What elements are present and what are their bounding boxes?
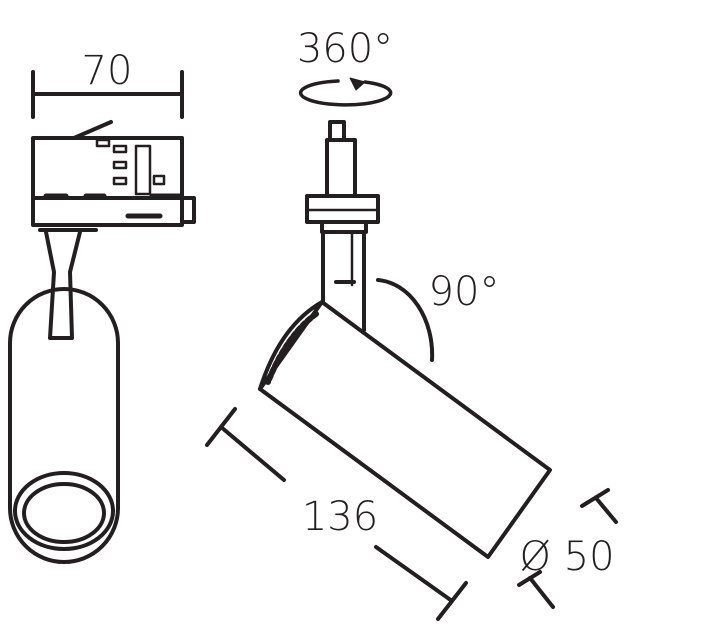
length-label: 136 [302, 494, 378, 540]
front-cylinder [8, 287, 120, 564]
front-view [8, 70, 196, 564]
rotation-label: 360° [297, 26, 393, 72]
side-view [205, 77, 618, 621]
rotation-indicator [298, 77, 393, 107]
diameter-dimension [517, 488, 618, 609]
width-label: 70 [82, 48, 133, 94]
side-adapter [305, 120, 380, 234]
tilted-cylinder [258, 300, 552, 559]
track-adapter [31, 120, 196, 227]
width-dimension [31, 70, 184, 119]
tilt-label: 90° [429, 269, 500, 315]
front-stem [38, 228, 98, 340]
side-stem [321, 230, 366, 332]
diameter-label: Ø 50 [519, 534, 614, 580]
length-dimension [205, 407, 468, 621]
tilt-arc [376, 278, 435, 362]
